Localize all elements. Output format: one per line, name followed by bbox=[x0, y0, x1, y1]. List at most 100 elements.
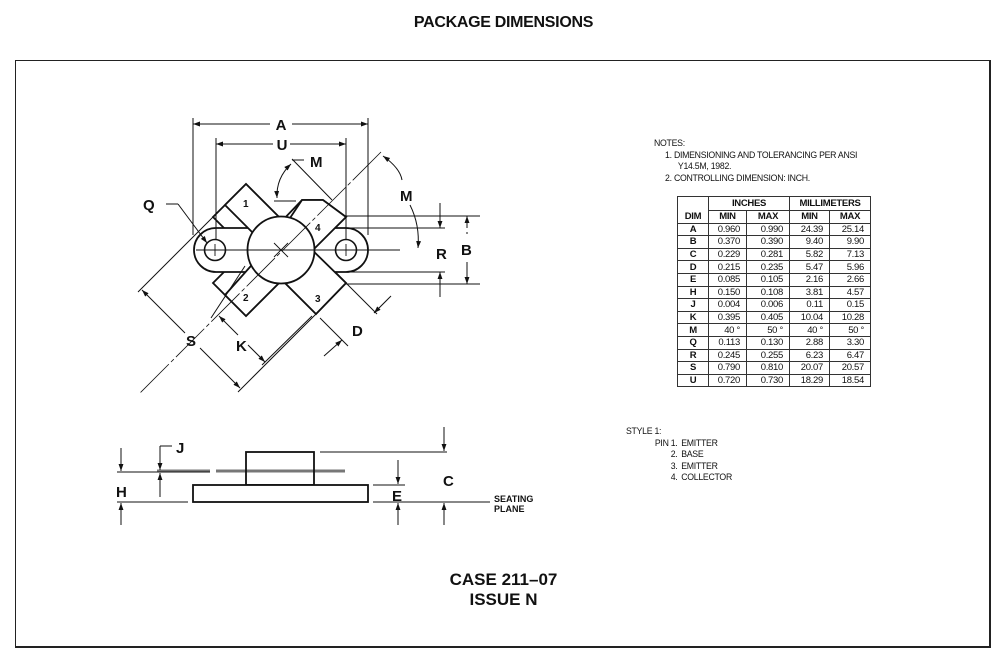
value-cell: 40 ° bbox=[708, 323, 747, 337]
value-cell: 0.11 bbox=[789, 298, 830, 312]
value-cell: 3.30 bbox=[829, 335, 871, 350]
value-cell: 5.47 bbox=[789, 260, 830, 274]
label-Q: Q bbox=[143, 197, 155, 214]
value-cell: 25.14 bbox=[829, 222, 871, 237]
value-cell: 20.07 bbox=[789, 361, 830, 375]
notes-block: NOTES: 1. DIMENSIONING AND TOLERANCING P… bbox=[654, 138, 857, 184]
top-view-labels: A U M M Q R B S K D bbox=[143, 117, 472, 355]
value-cell: 20.57 bbox=[829, 361, 871, 375]
table-column-header-row: DIM MIN MAX MIN MAX bbox=[677, 210, 871, 224]
value-cell: 0.105 bbox=[746, 272, 790, 287]
dim-cell: M bbox=[677, 323, 709, 337]
value-cell: 3.81 bbox=[789, 285, 830, 300]
value-cell: 0.255 bbox=[746, 348, 790, 363]
note-item: 1. DIMENSIONING AND TOLERANCING PER ANSI bbox=[665, 149, 858, 161]
dim-cell: S bbox=[677, 361, 709, 375]
value-cell: 50 ° bbox=[829, 323, 871, 337]
dim-cell: H bbox=[677, 285, 709, 300]
label-A: A bbox=[276, 117, 287, 134]
label-M-outer: M bbox=[400, 188, 413, 205]
value-cell: 0.229 bbox=[708, 247, 747, 262]
value-cell: 9.40 bbox=[789, 235, 830, 249]
dim-cell: A bbox=[677, 222, 709, 237]
dim-M-inner bbox=[274, 158, 333, 202]
label-U: U bbox=[277, 137, 288, 154]
dim-cell: C bbox=[677, 247, 709, 262]
dim-S bbox=[137, 216, 317, 393]
dim-cell: J bbox=[677, 298, 709, 312]
dim-cell: U bbox=[677, 373, 709, 388]
column-header: MAX bbox=[746, 210, 790, 224]
svg-text:PLANE: PLANE bbox=[494, 504, 525, 514]
value-cell: 0.281 bbox=[746, 247, 790, 262]
pin-3-label: 3 bbox=[315, 294, 321, 305]
pin-2-label: 2 bbox=[243, 293, 249, 304]
side-view-labels: J H E C bbox=[116, 440, 454, 505]
value-cell: 0.215 bbox=[708, 260, 747, 274]
value-cell: 6.23 bbox=[789, 348, 830, 363]
value-cell: 0.130 bbox=[746, 335, 790, 350]
dim-cell: K bbox=[677, 310, 709, 325]
pinout-style-block: STYLE 1: PIN 1. EMITTER 2. BASE 3. EMITT… bbox=[626, 426, 732, 484]
top-view bbox=[137, 118, 480, 394]
label-D: D bbox=[352, 323, 363, 340]
value-cell: 0.370 bbox=[708, 235, 747, 249]
dim-M-outer bbox=[382, 155, 422, 249]
label-J: J bbox=[176, 440, 184, 457]
value-cell: 0.006 bbox=[746, 298, 790, 312]
case-number: CASE 211–07 bbox=[449, 570, 558, 589]
pin-row: PIN 1. EMITTER bbox=[654, 437, 718, 449]
note-item-continuation: Y14.5M, 1982. bbox=[677, 161, 732, 172]
value-cell: 2.16 bbox=[789, 272, 830, 287]
value-cell: 4.57 bbox=[829, 285, 871, 300]
label-M-inner: M bbox=[310, 154, 323, 171]
column-header: DIM bbox=[677, 210, 709, 224]
value-cell: 0.960 bbox=[708, 222, 747, 237]
label-K: K bbox=[236, 338, 247, 355]
value-cell: 0.150 bbox=[708, 285, 747, 300]
label-C: C bbox=[443, 473, 454, 490]
label-H: H bbox=[116, 484, 127, 501]
value-cell: 7.13 bbox=[829, 247, 871, 262]
pin-1-label: 1 bbox=[243, 199, 249, 210]
value-cell: 0.810 bbox=[746, 361, 790, 375]
value-cell: 0.730 bbox=[746, 373, 790, 388]
seating-plane-label: SEATING PLANE bbox=[494, 494, 533, 514]
value-cell: 50 ° bbox=[746, 323, 790, 337]
pin-4-label: 4 bbox=[315, 223, 321, 234]
value-cell: 24.39 bbox=[789, 222, 830, 237]
value-cell: 5.96 bbox=[829, 260, 871, 274]
group-header-millimeters: MILLIMETERS bbox=[789, 196, 871, 211]
value-cell: 0.113 bbox=[708, 335, 747, 350]
label-E: E bbox=[392, 488, 402, 505]
dim-U bbox=[215, 138, 347, 240]
notes-heading: NOTES: bbox=[654, 138, 685, 149]
note-item: 2. CONTROLLING DIMENSION: INCH. bbox=[665, 172, 810, 184]
pin-number-labels: 1 2 3 4 bbox=[243, 199, 321, 305]
style-heading: STYLE 1: bbox=[626, 426, 662, 437]
value-cell: 0.108 bbox=[746, 285, 790, 300]
value-cell: 0.085 bbox=[708, 272, 747, 287]
dim-R bbox=[346, 203, 480, 297]
page-title: PACKAGE DIMENSIONS bbox=[413, 14, 594, 31]
column-header: MIN bbox=[708, 210, 747, 224]
label-R: R bbox=[436, 246, 447, 263]
value-cell: 0.720 bbox=[708, 373, 747, 388]
side-flange bbox=[192, 484, 369, 503]
issue-label: ISSUE N bbox=[469, 590, 538, 609]
value-cell: 0.790 bbox=[708, 361, 747, 375]
dim-cell: D bbox=[677, 260, 709, 274]
dim-cell: B bbox=[677, 235, 709, 249]
dim-cell: Q bbox=[677, 335, 709, 350]
